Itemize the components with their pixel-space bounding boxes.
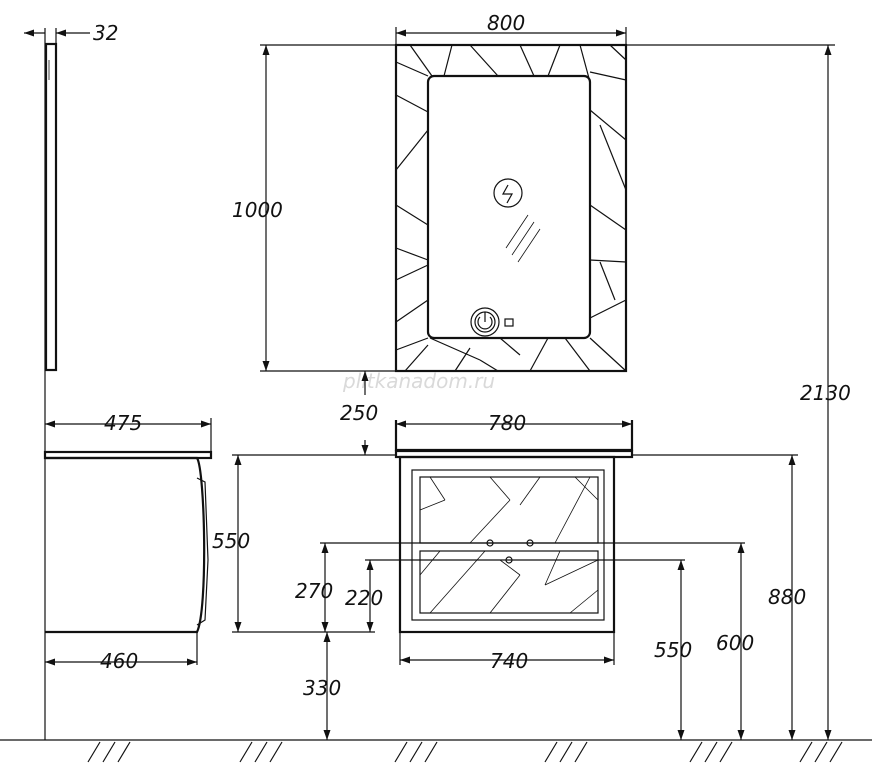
dim-floor-gap: 330 [303,676,341,700]
dim-height-600-floor: 600 [716,631,754,655]
cabinet-height-dimension [232,454,397,633]
dim-height-270: 270 [295,579,333,603]
dim-gap-above-cabinet: 250 [340,401,378,425]
mirror-front-view [260,27,628,373]
floor-line [0,739,872,763]
mirror-frame-pattern [395,44,627,372]
dim-cabinet-depth-bottom: 460 [100,649,138,673]
cabinet-door-pattern [419,476,599,614]
dim-height-880-floor: 880 [768,585,806,609]
floor-height-dimensions [632,454,798,740]
dim-top-width: 780 [488,411,526,435]
dim-bottom-width: 740 [490,649,528,673]
dim-height-220: 220 [345,586,383,610]
dim-mirror-width: 800 [487,11,525,35]
dim-height-550-floor: 550 [654,638,692,662]
cabinet-front-view [394,420,634,665]
mirror-side-view [24,28,90,372]
dim-cabinet-depth-top: 475 [104,411,142,435]
dim-total-height: 2130 [800,381,851,405]
total-height-dimension [626,44,835,740]
dim-cabinet-height: 550 [212,529,250,553]
dim-mirror-depth: 32 [93,21,118,45]
dim-mirror-height: 1000 [232,198,283,222]
cabinet-side-view [43,418,213,666]
